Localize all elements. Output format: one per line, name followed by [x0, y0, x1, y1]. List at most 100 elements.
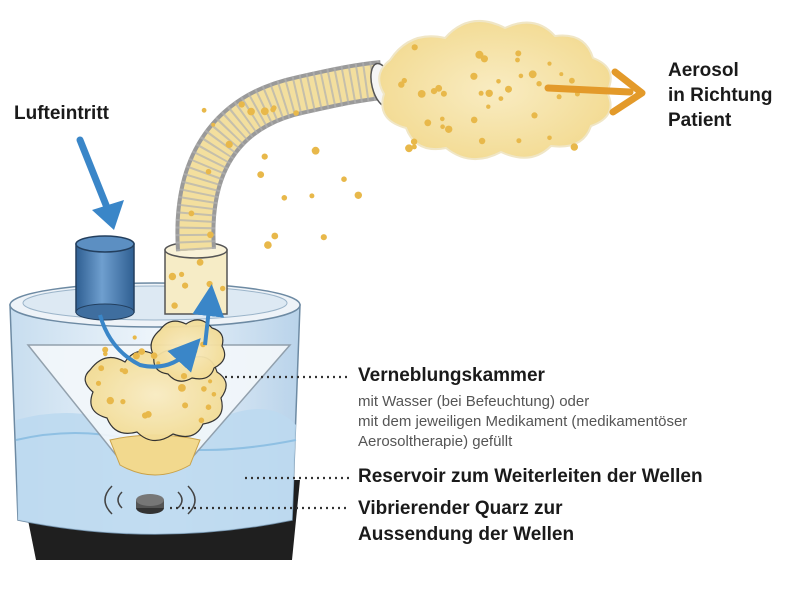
droplet [398, 81, 405, 88]
quartz-icon [104, 485, 196, 515]
droplet [206, 280, 213, 288]
droplet [220, 285, 226, 292]
droplet [440, 90, 447, 97]
droplet [171, 302, 178, 309]
wave-icon [104, 485, 196, 515]
droplet [156, 361, 161, 366]
droplet [496, 79, 501, 84]
droplet [470, 72, 478, 80]
droplet [188, 210, 195, 217]
droplet [354, 191, 362, 199]
droplet [142, 412, 149, 419]
description-line: Aerosoltherapie) gefüllt [358, 433, 513, 450]
droplet [547, 135, 552, 141]
droplet [531, 112, 538, 119]
droplet [180, 373, 188, 380]
droplet [410, 138, 418, 145]
droplet [341, 176, 347, 182]
droplet [411, 44, 418, 51]
droplet [505, 85, 512, 93]
nebulizer-chamber-description: mit Wasser (bei Befeuchtung) oder mit de… [358, 392, 687, 452]
reservoir-label: Reservoir zum Weiterleiten der Wellen [358, 466, 703, 487]
droplet [209, 291, 215, 297]
droplet [264, 241, 272, 249]
droplet [309, 193, 315, 199]
droplet [98, 365, 105, 372]
droplet [132, 335, 137, 340]
aerosol-label-line: Aerosol [668, 60, 739, 81]
droplet [440, 116, 445, 122]
nebulizer-chamber-title: Verneblungskammer [358, 365, 545, 386]
chamber-liquid [109, 434, 201, 476]
droplet [257, 171, 265, 179]
outlet-arrow-icon [544, 84, 634, 96]
droplet [515, 50, 522, 57]
description-line: mit Wasser (bei Befeuchtung) oder [358, 393, 590, 410]
droplet [547, 61, 552, 66]
droplet [515, 57, 520, 63]
droplet [440, 124, 445, 129]
droplet [411, 144, 417, 150]
droplet [150, 352, 158, 360]
quartz-label: Vibrierender Quarz zur Aussendung der We… [358, 496, 574, 548]
droplet [270, 106, 276, 113]
droplet [320, 234, 327, 241]
droplet [405, 144, 413, 153]
droplet [435, 84, 443, 92]
droplet [168, 272, 177, 281]
droplet [182, 402, 189, 409]
droplet [528, 70, 537, 79]
droplet [132, 352, 140, 360]
droplet [556, 94, 562, 100]
droplet [198, 417, 205, 424]
droplet [480, 55, 488, 63]
droplet [424, 119, 432, 127]
droplet [196, 258, 204, 266]
droplet [173, 347, 179, 353]
droplet [119, 368, 124, 373]
quartz-label-line: Aussendung der Wellen [358, 524, 575, 545]
droplet [211, 122, 216, 127]
flow-arrow-up [192, 284, 225, 346]
droplet [559, 72, 564, 77]
droplet [201, 107, 207, 113]
aerosol-hose [175, 60, 394, 252]
droplet [138, 348, 145, 355]
droplet [478, 90, 484, 96]
droplet [478, 137, 486, 145]
droplet [569, 77, 575, 84]
droplet [211, 392, 217, 397]
droplet [103, 351, 108, 357]
droplet [475, 50, 484, 59]
droplet [225, 140, 233, 148]
aerosol-label-line: Patient [668, 110, 732, 131]
description-line: mit dem jeweiligen Medikament (medikamen… [358, 413, 688, 430]
aerosol-label: Aerosol in Richtung Patient [668, 58, 772, 133]
droplet [106, 396, 115, 405]
droplet [201, 386, 207, 392]
droplet [120, 399, 126, 405]
outlet-arrow-head [609, 68, 646, 116]
leader-lines [170, 375, 350, 510]
droplet [102, 346, 109, 353]
droplet [238, 101, 245, 108]
flow-arrow-chamber [98, 314, 201, 373]
droplet [95, 380, 102, 386]
aerosol-label-line: in Richtung [668, 85, 773, 106]
droplet [536, 81, 542, 87]
droplet [247, 107, 255, 116]
droplet [178, 384, 186, 392]
aerosol-droplets [95, 44, 580, 424]
droplet [207, 231, 214, 239]
droplet [485, 89, 493, 98]
inlet-arrow-head [92, 200, 124, 230]
droplet [417, 90, 426, 98]
droplet [570, 143, 578, 151]
droplet [179, 271, 185, 277]
droplet [518, 73, 524, 79]
droplet [261, 153, 268, 160]
droplet [293, 110, 299, 116]
droplet [205, 404, 212, 411]
droplet [445, 125, 453, 133]
